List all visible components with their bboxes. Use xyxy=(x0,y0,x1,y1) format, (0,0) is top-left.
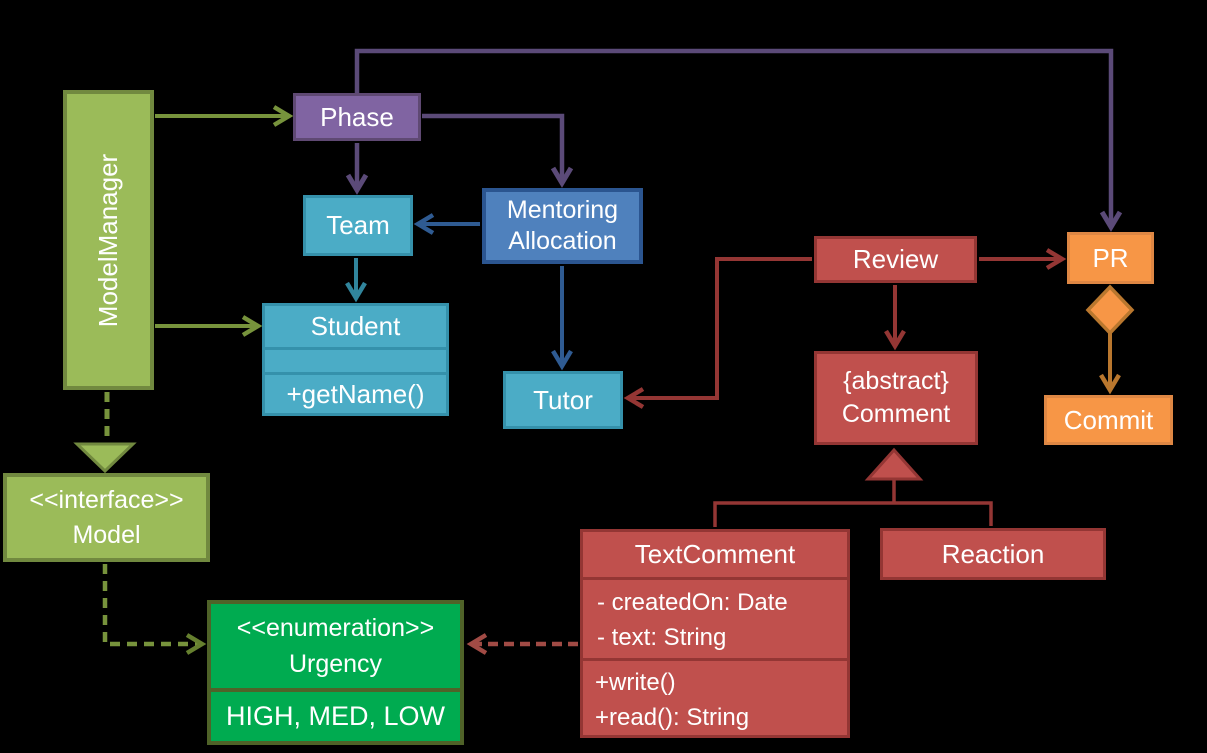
realization-triangle-head xyxy=(73,442,137,474)
class-team: Team xyxy=(303,195,413,256)
class-commit: Commit xyxy=(1044,395,1173,445)
interface-model-name: Model xyxy=(72,520,141,549)
class-modelmanager: ModelManager xyxy=(63,90,154,390)
class-textcomment-title: TextComment xyxy=(634,538,796,569)
class-pr-label: PR xyxy=(1092,242,1129,273)
aggregation-diamond xyxy=(1085,284,1135,336)
class-student-title: Student xyxy=(310,311,401,341)
class-textcomment-method-write: +write() xyxy=(595,669,676,696)
class-review-label: Review xyxy=(852,244,939,274)
class-student-method: +getName() xyxy=(286,378,425,409)
class-phase-label: Phase xyxy=(320,101,394,132)
interface-model-stereotype: <<interface>> xyxy=(29,485,184,514)
class-commit-label: Commit xyxy=(1063,404,1154,435)
class-tutor: Tutor xyxy=(503,371,623,429)
class-textcomment-methods: +write() +read(): String xyxy=(583,658,847,735)
class-team-label: Team xyxy=(326,210,390,240)
class-comment-name: Comment xyxy=(841,400,951,428)
class-tutor-label: Tutor xyxy=(533,384,593,415)
enumeration-urgency-title: <<enumeration>> Urgency xyxy=(211,604,460,688)
class-mentoring-allocation-line2: Allocation xyxy=(508,227,617,255)
class-reaction-label: Reaction xyxy=(941,538,1045,569)
class-student-attributes-compartment xyxy=(265,347,446,375)
inheritance-tree-lines xyxy=(713,479,993,527)
class-reaction: Reaction xyxy=(880,528,1106,580)
assoc-phase-pr xyxy=(354,48,1123,232)
assoc-phase-mentoringallocation xyxy=(422,113,574,188)
class-comment-abstract: {abstract} Comment xyxy=(814,351,978,445)
enumeration-urgency-stereotype: <<enumeration>> xyxy=(236,614,435,642)
class-comment-stereotype: {abstract} xyxy=(843,367,949,395)
interface-model: <<interface>> Model xyxy=(3,473,210,562)
class-pr: PR xyxy=(1067,232,1154,284)
class-textcomment-method-read: +read(): String xyxy=(595,704,750,731)
class-phase: Phase xyxy=(293,93,421,141)
class-mentoring-allocation-line1: Mentoring xyxy=(506,196,619,224)
class-modelmanager-label: ModelManager xyxy=(93,153,123,327)
enumeration-urgency-values: HIGH, MED, LOW xyxy=(211,688,460,741)
assoc-review-tutor xyxy=(623,257,812,409)
class-textcomment: TextComment - createdOn: Date - text: St… xyxy=(580,529,850,738)
enumeration-urgency: <<enumeration>> Urgency HIGH, MED, LOW xyxy=(207,600,464,745)
class-textcomment-attr-text: - text: String xyxy=(597,623,727,651)
class-textcomment-attr-createdon: - createdOn: Date xyxy=(597,588,788,616)
inheritance-triangle-head xyxy=(864,447,924,481)
class-textcomment-attributes: - createdOn: Date - text: String xyxy=(583,576,847,658)
class-review: Review xyxy=(814,236,977,283)
dependency-model-urgency xyxy=(102,564,207,655)
class-mentoring-allocation: Mentoring Allocation xyxy=(482,188,643,264)
enumeration-urgency-name: Urgency xyxy=(288,650,383,678)
class-student: Student +getName() xyxy=(262,303,449,416)
